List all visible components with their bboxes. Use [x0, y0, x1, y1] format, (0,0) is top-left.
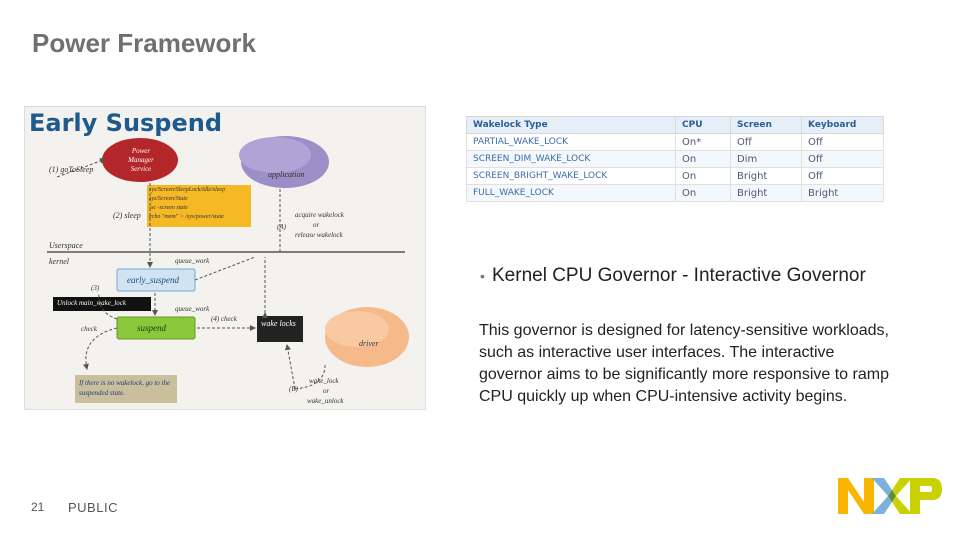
note-line-4: echo "mem" > /sys/power/state	[149, 214, 224, 220]
table-cell: FULL_WAKE_LOCK	[466, 184, 676, 202]
diagram-canvas	[47, 136, 409, 403]
note-line-1: sys/Screen/SleepLock/idle/sleep	[149, 187, 226, 193]
goto-sleep-label: (1) goToSleep	[49, 165, 94, 174]
or-label-2: or	[323, 387, 330, 395]
table-row: FULL_WAKE_LOCK On Bright Bright	[466, 184, 884, 202]
step-b-label: (B)	[289, 385, 298, 393]
table-row: PARTIAL_WAKE_LOCK On* Off Off	[466, 133, 884, 151]
classification-label: PUBLIC	[68, 500, 118, 515]
driver-label: driver	[359, 339, 379, 348]
queue-work-label-2: queue_work	[175, 305, 210, 313]
table-row: SCREEN_BRIGHT_WAKE_LOCK On Bright Off	[466, 167, 884, 185]
table-cell: On	[675, 184, 731, 202]
no-wakelock-note-label: If there is no wakelock, go to the suspe…	[79, 379, 171, 397]
early-suspend-diagram: Early Suspend Power Manager Service appl…	[24, 106, 426, 410]
step-a-label: (A)	[277, 223, 286, 231]
note-line-2: sys/Screen/State	[149, 196, 188, 202]
no-wakelock-note-box	[75, 375, 177, 403]
suspend-label: suspend	[137, 323, 166, 333]
unlock-note-box	[53, 297, 151, 311]
wakelock-table: Wakelock Type CPU Screen Keyboard PARTIA…	[466, 116, 884, 202]
governor-bullet: • Kernel CPU Governor - Interactive Gove…	[480, 264, 880, 288]
table-cell: Bright	[801, 184, 884, 202]
or-label-1: or	[313, 221, 320, 229]
step3-label: (3)	[91, 284, 100, 292]
table-cell: On	[675, 167, 731, 185]
slide-title: Power Framework	[32, 28, 256, 58]
bullet-text: Kernel CPU Governor - Interactive Govern…	[492, 265, 866, 286]
wake-locks-label: wake locks	[261, 319, 296, 328]
note-line-3: -sc -screen state	[149, 205, 188, 211]
unlock-note-label: Unlock main_wake_lock	[57, 299, 127, 307]
diagram-title: Early Suspend	[29, 109, 223, 137]
table-cell: Off	[801, 167, 884, 185]
table-cell: SCREEN_BRIGHT_WAKE_LOCK	[466, 167, 676, 185]
step2-label: (2) sleep	[113, 211, 141, 220]
application-label: application	[268, 170, 305, 179]
table-cell: On*	[675, 133, 731, 151]
column-header: Keyboard	[801, 116, 884, 134]
acquire-wakelock-label: acquire wakelock	[295, 211, 344, 219]
table-cell: Off	[730, 133, 802, 151]
nxp-logo	[836, 476, 944, 516]
table-cell: Bright	[730, 184, 802, 202]
column-header: Screen	[730, 116, 802, 134]
column-header: CPU	[675, 116, 731, 134]
power-manager-node	[102, 138, 178, 182]
column-header: Wakelock Type	[466, 116, 676, 134]
table-cell: Off	[801, 133, 884, 151]
early-suspend-label: early_suspend	[127, 275, 179, 285]
governor-description: This governor is designed for latency-se…	[479, 322, 889, 405]
table-cell: Bright	[730, 167, 802, 185]
userspace-label: Userspace	[49, 241, 83, 250]
table-cell: PARTIAL_WAKE_LOCK	[466, 133, 676, 151]
table-cell: SCREEN_DIM_WAKE_LOCK	[466, 150, 676, 168]
table-cell: On	[675, 150, 731, 168]
wake-locks-box	[257, 316, 303, 342]
kernel-label: kernel	[49, 257, 69, 266]
sysfs-note-box	[147, 185, 251, 227]
nxp-logo-graphic	[838, 478, 942, 514]
check-label: check	[81, 325, 97, 333]
power-manager-label: Power Manager Service	[128, 147, 154, 173]
release-wakelock-label: release wakelock	[295, 231, 343, 239]
table-row: SCREEN_DIM_WAKE_LOCK On Dim Off	[466, 150, 884, 168]
wake-lock-label: wake_lock	[309, 377, 339, 385]
bullet-marker: •	[480, 268, 485, 284]
step4-check-label: (4) check	[211, 315, 237, 323]
table-cell: Dim	[730, 150, 802, 168]
page-number: 21	[31, 500, 45, 514]
wake-unlock-label: wake_unlock	[307, 397, 344, 405]
table-cell: Off	[801, 150, 884, 168]
queue-work-label-1: queue_work	[175, 257, 210, 265]
table-header-row: Wakelock Type CPU Screen Keyboard	[466, 116, 884, 134]
